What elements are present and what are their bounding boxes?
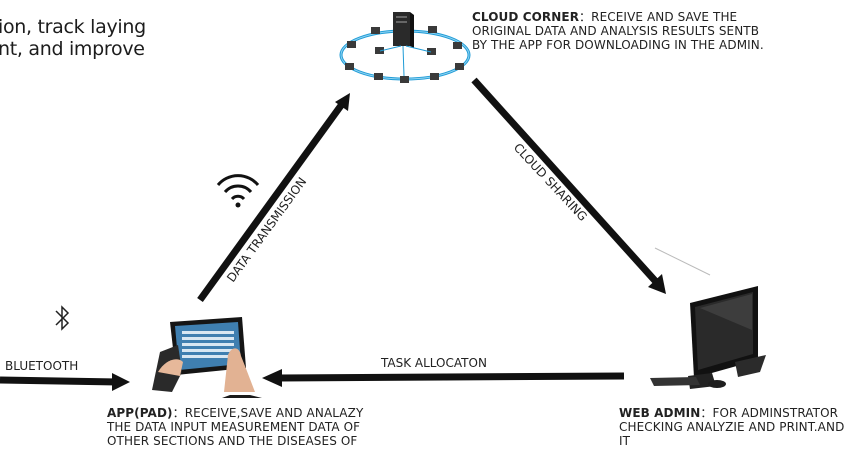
- tablet-icon: [152, 317, 262, 398]
- arrowhead-cloud-sharing: [648, 274, 666, 294]
- admin-heading: WEB ADMIN: [619, 406, 701, 420]
- cloud-sep: ：: [579, 10, 592, 24]
- arrow-cloud-sharing: [471, 77, 661, 287]
- header-line-2: nt, and improve: [0, 38, 145, 60]
- arrowhead-data-transmission: [335, 93, 350, 111]
- faint-line: [654, 247, 711, 276]
- cloud-text: RECEIVE AND SAVE THE ORIGINAL DATA AND A…: [472, 10, 764, 52]
- arrowhead-bluetooth: [112, 373, 130, 391]
- app-heading: APP(PAD): [107, 406, 173, 420]
- arrow-bluetooth: [0, 376, 119, 386]
- arrowhead-task-allocation: [262, 369, 282, 387]
- admin-sep: ：: [700, 406, 713, 420]
- arrow-task-allocation: [279, 372, 625, 382]
- computer-icon: [650, 286, 766, 389]
- app-description: APP(PAD)：RECEIVE,SAVE AND ANALAZY THE DA…: [107, 406, 369, 448]
- label-data-transmission: DATA TRANSMISSION: [224, 175, 309, 285]
- cloud-heading: CLOUD CORNER: [472, 10, 580, 24]
- app-text: RECEIVE,SAVE AND ANALAZY THE DATA INPUT …: [107, 406, 364, 448]
- admin-text: FOR ADMINSTRATOR CHECKING ANALYZIE AND P…: [619, 406, 845, 448]
- admin-description: WEB ADMIN：FOR ADMINSTRATOR CHECKING ANAL…: [619, 406, 847, 448]
- label-task-allocation: TASK ALLOCATON: [380, 356, 487, 370]
- app-sep: ：: [172, 406, 185, 420]
- cloud-description: CLOUD CORNER：RECEIVE AND SAVE THE ORIGIN…: [472, 10, 768, 52]
- label-bluetooth: BLUETOOTH: [5, 359, 78, 373]
- arrow-data-transmission: [197, 97, 348, 303]
- label-cloud-sharing: CLOUD SHARING: [511, 140, 590, 223]
- cloud-network-icon: [339, 12, 471, 83]
- wifi-icon: [216, 174, 260, 208]
- header-line-1: ion, track laying: [0, 16, 146, 38]
- bluetooth-icon: [55, 305, 70, 331]
